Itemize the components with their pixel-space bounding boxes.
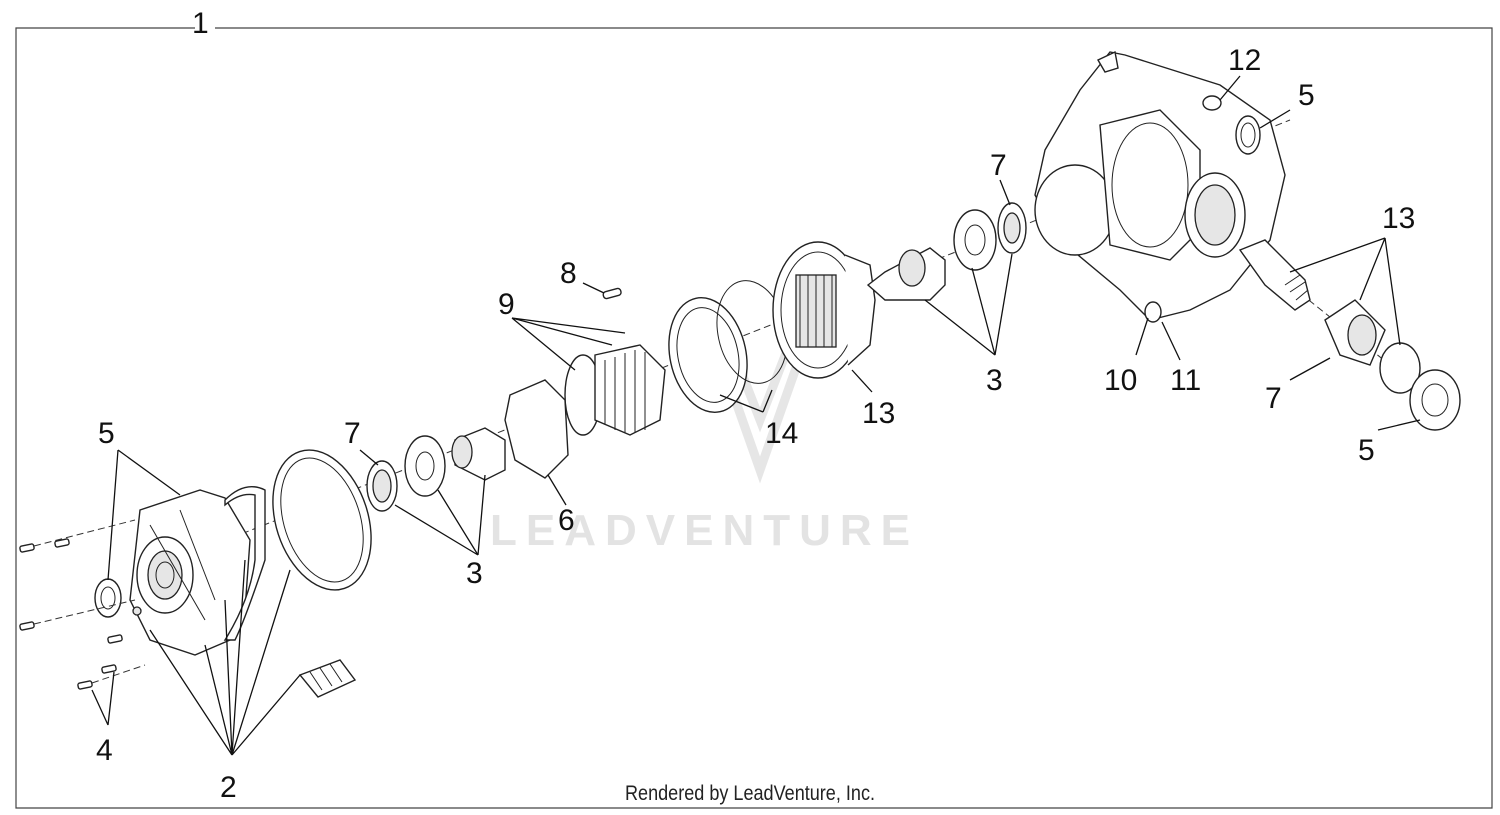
left-bearing-race xyxy=(404,435,446,497)
callout-8: 8 xyxy=(560,257,577,290)
callout-5-top-right: 5 xyxy=(1298,79,1315,112)
cover-gasket xyxy=(223,486,266,641)
callout-7-mid: 7 xyxy=(990,149,1007,182)
callout-13-pinion: 13 xyxy=(1382,202,1415,235)
assembly-frame xyxy=(15,27,1493,809)
cover-seal xyxy=(94,578,122,618)
cover-shim-ring xyxy=(272,449,372,591)
pinion-shaft xyxy=(1238,239,1311,311)
callout-5-bottom-right: 5 xyxy=(1358,434,1375,467)
coil-ring-a xyxy=(668,297,748,413)
main-housing xyxy=(1034,50,1286,321)
housing-seal xyxy=(1235,115,1261,155)
watermark-text: LEADVENTURE xyxy=(490,506,919,555)
callout-12: 12 xyxy=(1228,44,1261,77)
callout-1: 1 xyxy=(192,7,209,40)
callout-14: 14 xyxy=(765,417,798,450)
right-bearing-race xyxy=(953,209,997,271)
left-output-hub xyxy=(451,427,506,481)
callout-6: 6 xyxy=(558,504,575,537)
right-bearing xyxy=(997,202,1027,254)
cover-bolts xyxy=(19,519,146,690)
ring-gear xyxy=(772,241,876,379)
drain-plug xyxy=(1144,301,1162,323)
pinion-seal xyxy=(1409,369,1461,431)
right-hub xyxy=(866,247,946,301)
retainer-plate xyxy=(504,379,569,479)
callout-11: 11 xyxy=(1170,364,1201,397)
left-bearing xyxy=(366,460,398,512)
callout-5-left: 5 xyxy=(98,417,115,450)
pinion-bearing xyxy=(1324,299,1386,366)
fill-plug xyxy=(1202,95,1222,111)
callout-7-right: 7 xyxy=(1265,382,1282,415)
callout-13-gear: 13 xyxy=(862,397,895,430)
callout-3-left: 3 xyxy=(466,557,483,590)
callout-7-left: 7 xyxy=(344,417,361,450)
callout-labels: 1 2 3 3 4 5 5 5 6 7 7 7 8 9 10 11 12 13 … xyxy=(96,7,1415,804)
callout-9: 9 xyxy=(498,288,515,321)
left-cover-housing xyxy=(129,489,251,656)
callout-10: 10 xyxy=(1104,364,1137,397)
callout-4: 4 xyxy=(96,734,113,767)
pin xyxy=(602,287,622,300)
callout-3-right: 3 xyxy=(986,364,1003,397)
roller-cage xyxy=(594,344,666,436)
leader-lines xyxy=(91,75,1421,756)
render-credit: Rendered by LeadVenture, Inc. xyxy=(624,782,876,805)
callout-2: 2 xyxy=(220,771,237,804)
sensor-connector xyxy=(298,659,357,698)
